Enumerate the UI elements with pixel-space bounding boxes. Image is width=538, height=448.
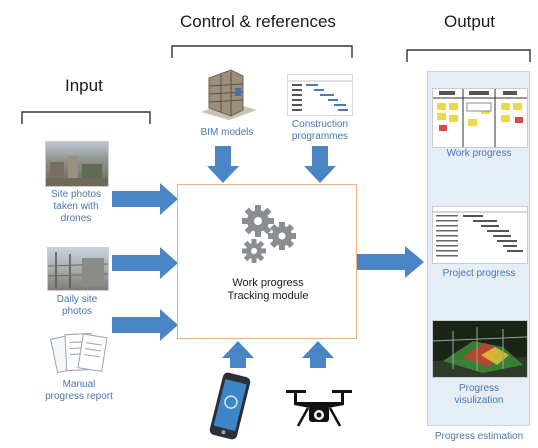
arrow-programmes — [304, 146, 336, 183]
output-footer: Progress estimation — [434, 431, 524, 442]
gantt-report-icon — [432, 206, 528, 264]
reference-label-programmes: Construction programmes — [291, 119, 349, 142]
input-label-drone-photos: Site photos taken with drones — [50, 189, 102, 224]
control-heading: Control & references — [180, 12, 336, 31]
tracking-module-box: Work progress Tracking module — [177, 184, 357, 339]
kanban-board-icon — [432, 88, 528, 148]
arrow-output — [357, 246, 424, 278]
smartphone-icon — [208, 372, 252, 440]
gears-icon — [242, 205, 296, 263]
bim-model-icon — [195, 66, 259, 122]
arrow-input-1 — [112, 183, 178, 215]
drone-photo-icon — [45, 141, 109, 187]
arrow-bim — [207, 146, 239, 183]
reference-label-bim: BIM models — [200, 127, 254, 138]
site-photo-icon — [47, 247, 109, 291]
input-label-daily-photos: Daily site photos — [56, 294, 98, 317]
3d-visualization-icon — [432, 320, 528, 378]
arrow-input-2 — [112, 247, 178, 279]
arrow-smartphone — [222, 341, 254, 368]
arrow-drone — [302, 341, 334, 368]
output-heading: Output — [444, 12, 496, 31]
module-label: Work progress Tracking module — [227, 277, 309, 302]
arrow-input-3 — [112, 309, 178, 341]
input-label-manual-report: Manual progress report — [45, 379, 113, 402]
report-icon — [48, 330, 110, 374]
output-label-visualization: Progress visulization — [454, 383, 504, 406]
input-heading: Input — [65, 76, 103, 95]
drone-icon — [284, 388, 354, 432]
output-label-project: Project progress — [442, 268, 516, 279]
output-label-work: Work progress — [446, 148, 512, 159]
gantt-chart-icon — [287, 74, 353, 116]
